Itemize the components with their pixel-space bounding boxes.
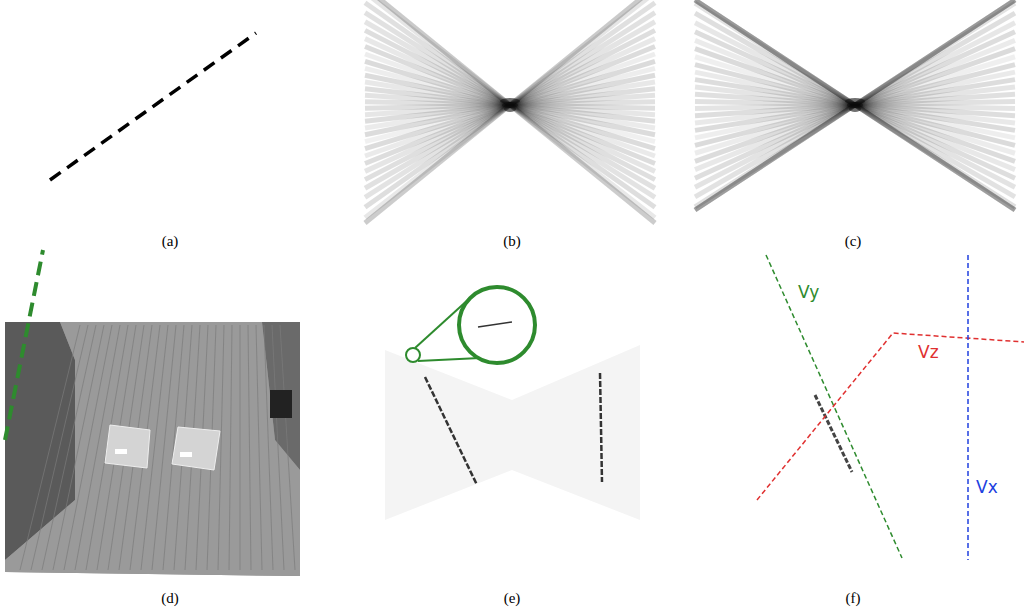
vector-label: Vx [976, 479, 998, 496]
fan-pattern [365, 0, 655, 223]
fan-pattern [695, 0, 1015, 210]
photo [5, 250, 300, 576]
vanishing-lines [757, 255, 1024, 560]
panel-caption: (e) [504, 591, 521, 606]
vector-label: Vz [918, 344, 939, 361]
panel-caption: (a) [162, 234, 179, 249]
panel-caption: (f) [846, 591, 861, 606]
accumulator-image [385, 287, 640, 520]
panel-caption: (b) [503, 234, 521, 249]
dashed-line [50, 33, 256, 180]
vector-label: Vy [798, 284, 819, 301]
panel-caption: (d) [161, 591, 179, 606]
panel-caption: (c) [845, 234, 862, 249]
